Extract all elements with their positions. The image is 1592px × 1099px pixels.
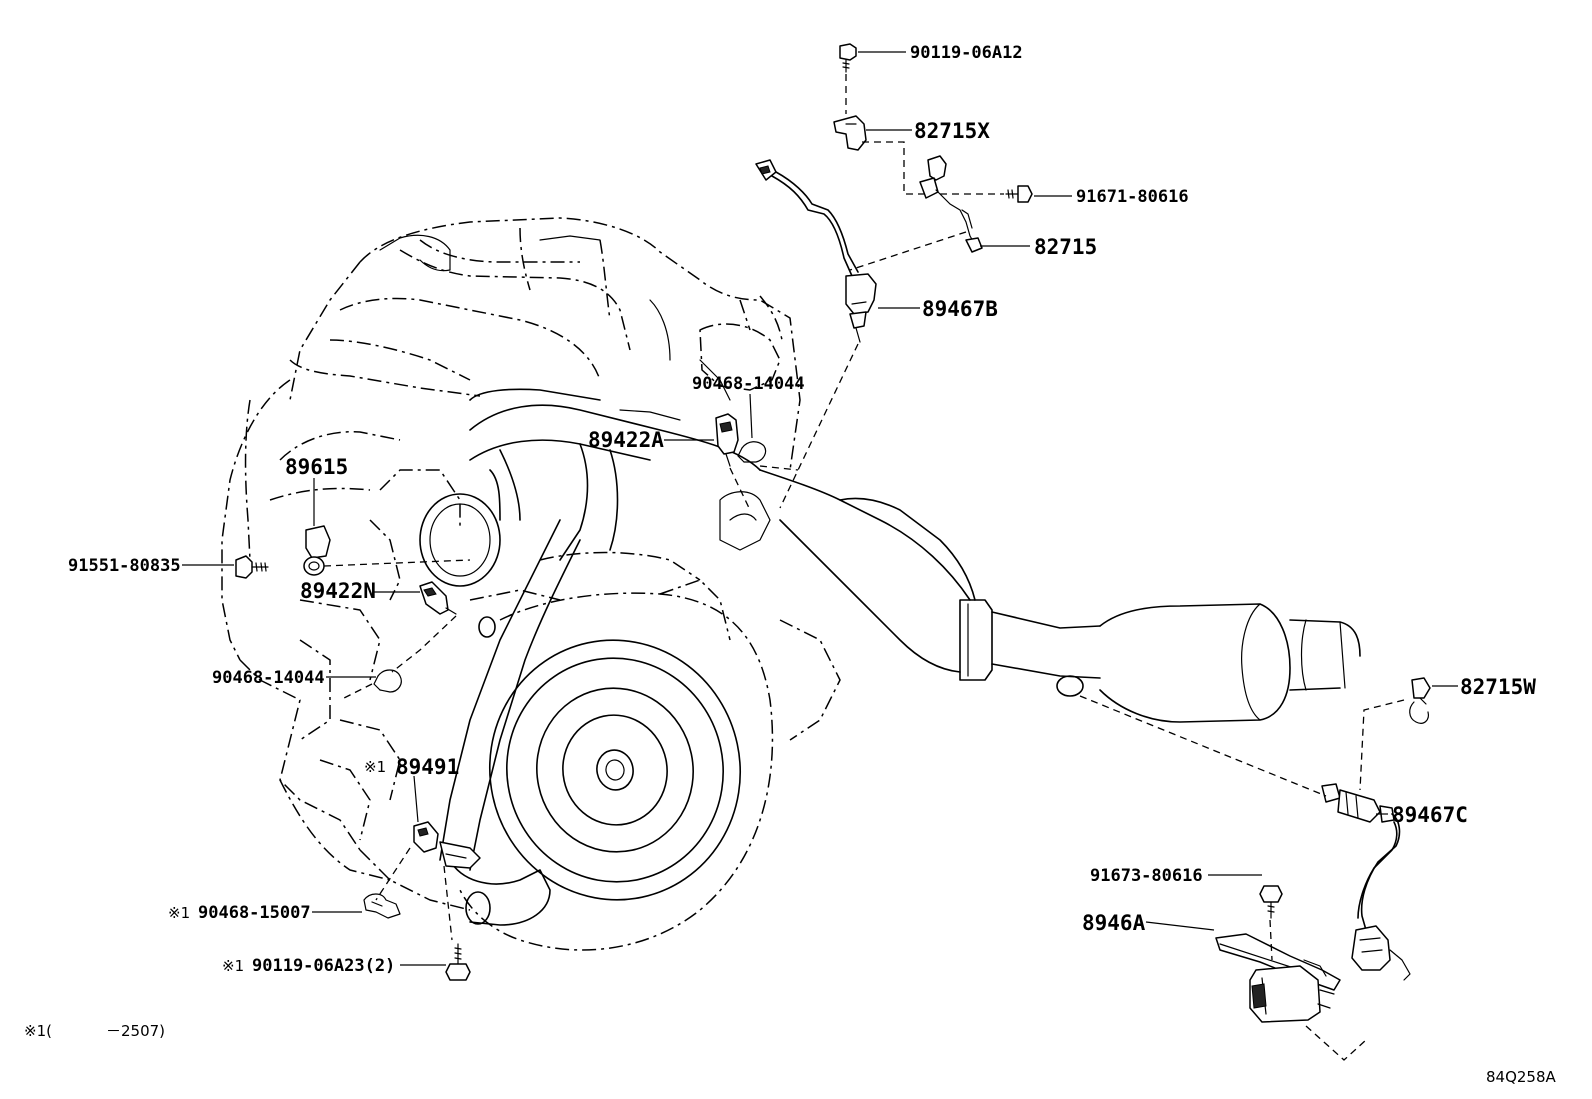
callout-91551-80835: 91551-80835 [68,556,181,576]
sensor-89422n[interactable] [419,581,457,615]
bolt-90119-06a23[interactable] [445,943,471,981]
bolt-91551-80835[interactable] [235,555,269,579]
flywheel-assembly [488,639,742,901]
callout-89422a: 89422A [588,428,664,452]
exhaust-system [759,469,1361,723]
callout-91673-80616: 91673-80616 [1090,866,1203,886]
callout-82715x: 82715X [914,119,990,143]
knock-sensor-89615[interactable] [303,525,331,576]
footnote-text: －2507) [106,1022,165,1040]
clip-90468-15007[interactable] [363,893,401,919]
engine-assembly-outline [221,217,841,951]
bolt-91671-80616[interactable] [1005,185,1033,203]
clip-90468-14044-lower[interactable] [373,669,402,693]
callout-90468-15007: 90468-15007 [198,903,311,923]
intake-and-hoses [379,234,771,926]
callout-89467c: 89467C [1392,803,1468,827]
bolt-90119-06a12[interactable] [839,43,857,73]
callout-89615: 89615 [285,455,348,479]
bolt-91673-80616[interactable] [1259,885,1283,919]
oxygen-sensor-89467b[interactable] [755,159,877,343]
footnote-mark: ※1( [24,1022,52,1040]
clamp-82715w[interactable] [1409,677,1431,724]
callout-91671-80616: 91671-80616 [1076,187,1189,207]
callout-82715w: 82715W [1460,675,1536,699]
leader-lines [182,51,1458,966]
callout-89491-note-mark: ※1 [364,758,386,776]
callout-89491: 89491 [396,755,459,779]
callout-89422n: 89422N [300,579,376,603]
callout-82715: 82715 [1034,235,1097,259]
callout-90468-15007-note-mark: ※1 [168,904,190,922]
callout-90119-06a23-note-mark: ※1 [222,957,244,975]
assembly-lines [323,74,1405,1061]
clamp-82715[interactable] [919,155,983,253]
sensor-89422a[interactable] [715,413,739,467]
callout-90468-14044-upper: 90468-14044 [692,374,805,394]
callout-90119-06a12: 90119-06A12 [910,43,1023,63]
sensor-module-8946a[interactable] [1215,933,1341,1023]
speed-sensor-89491[interactable] [413,821,481,869]
callout-8946a: 8946A [1082,911,1146,935]
callout-90119-06a23: 90119-06A23(2) [252,956,395,976]
callout-89467b: 89467B [922,297,998,321]
clip-90468-14044-upper[interactable] [737,441,767,463]
bracket-82715x[interactable] [833,115,867,151]
callout-90468-14044-lower: 90468-14044 [212,668,325,688]
figure-id: 84Q258A [1486,1068,1557,1086]
